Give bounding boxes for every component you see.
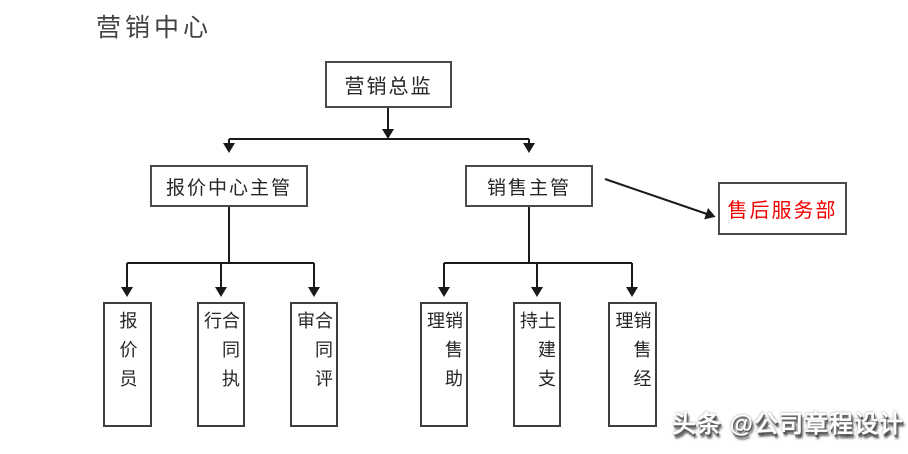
after-sales-arrow [604, 178, 716, 220]
box-civil-support: 土建支持 [513, 302, 561, 427]
sales-branch-connector [438, 207, 638, 297]
box-after-sales-dept: 售后服务部 [718, 182, 847, 235]
level1-connector [223, 108, 535, 153]
box-sales-assistant-label: 销售助理 [425, 311, 463, 398]
box-contract-execution: 合同执行 [197, 302, 245, 427]
watermark: 头条 @公司章程设计 [671, 411, 904, 438]
box-quotation-clerk: 报价员 [103, 302, 152, 427]
page-title: 营销中心 [96, 15, 213, 42]
box-sales-manager: 销售经理 [608, 302, 657, 427]
box-quotation-clerk-label: 报价员 [117, 311, 138, 398]
box-contract-review: 合同评审 [290, 302, 338, 427]
box-sales-supervisor: 销售主管 [465, 165, 593, 207]
box-civil-support-label: 土建支持 [518, 311, 556, 398]
quote-branch-connector [121, 207, 320, 297]
box-contract-review-label: 合同评审 [295, 311, 333, 398]
box-sales-assistant: 销售助理 [420, 302, 468, 427]
box-sales-manager-label: 销售经理 [613, 311, 652, 398]
box-quote-center-supervisor: 报价中心主管 [150, 165, 308, 207]
box-contract-execution-label: 合同执行 [202, 311, 240, 398]
box-marketing-director: 营销总监 [325, 61, 452, 108]
